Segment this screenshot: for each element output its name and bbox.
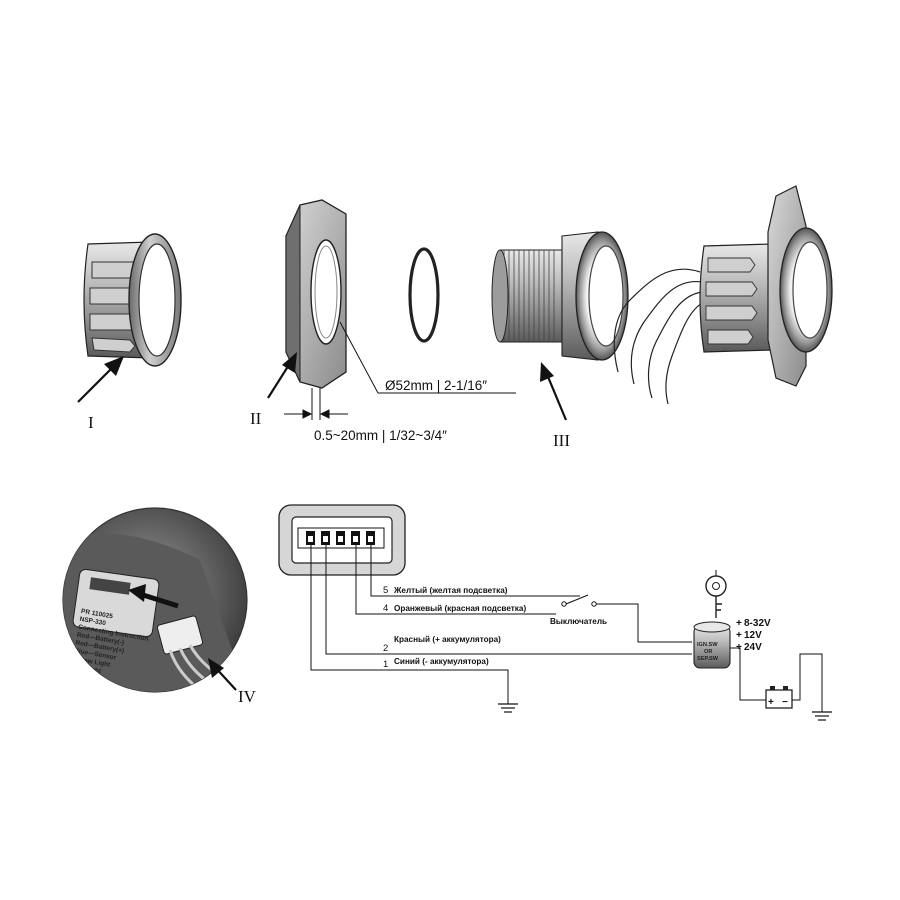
battery-minus: −: [782, 697, 788, 708]
wire-5-label: Желтый (желтая подсветка): [393, 586, 508, 595]
panel-thickness-text: 0.5~20mm | 1/32~3/4″: [314, 428, 447, 443]
svg-text:SUP: SUP: [69, 671, 84, 680]
label-part-4: IV: [238, 687, 257, 706]
wire-2-number: 2: [383, 643, 388, 654]
battery-icon: + −: [765, 686, 793, 709]
o-ring: [408, 247, 440, 343]
switch-label: Выключатель: [550, 617, 607, 626]
voltage-1: 8-32V: [744, 618, 771, 629]
assembled-gauge: [613, 185, 833, 405]
ignition-line-1: IGN.SW: [697, 642, 718, 648]
voltage-2: 12V: [744, 630, 762, 641]
label-part-1: I: [88, 413, 94, 432]
arrow-part-4: [208, 658, 237, 691]
connector-photo-inset: PR 110025 NSP-330 Connecting Instruction…: [62, 507, 248, 693]
label-part-3: III: [553, 431, 570, 450]
ignition-switch: IGN.SW OR SEP.SW: [693, 621, 731, 669]
wire-5-number: 5: [383, 585, 388, 596]
wiring-lines: [310, 545, 823, 712]
voltage-sign-3: +: [736, 642, 742, 653]
key-icon: [705, 575, 727, 618]
wire-4-number: 4: [383, 603, 388, 614]
voltage-sign-1: +: [736, 618, 742, 629]
dimension-thickness: [284, 388, 348, 420]
gauge-body: [491, 231, 629, 361]
svg-text:NSP-330: NSP-330: [79, 616, 107, 628]
label-part-2: II: [250, 409, 262, 428]
arrow-part-1: [77, 356, 124, 403]
battery-plus: +: [768, 697, 774, 708]
voltage-sign-2: +: [736, 630, 742, 641]
hole-diameter-text: Ø52mm | 2-1/16″: [385, 378, 487, 393]
arrow-part-3: [540, 362, 568, 421]
ignition-line-2: OR: [704, 649, 712, 655]
voltage-list: + 8-32V + 12V + 24V: [736, 618, 771, 653]
gauge-connector: [278, 504, 406, 576]
wire-4-label: Оранжевый (красная подсветка): [394, 604, 526, 613]
voltage-3: 24V: [744, 642, 762, 653]
mounting-panel: [285, 199, 347, 389]
ground-icon-2: [812, 711, 832, 721]
wire-1-number: 1: [383, 659, 388, 670]
wire-2-label: Красный (+ аккумулятора): [394, 635, 501, 644]
switch-contacts: [561, 601, 597, 607]
ground-icon: [498, 703, 518, 713]
arrow-part-2: [267, 352, 297, 399]
ignition-line-3: SEP.SW: [697, 656, 719, 662]
dimension-hole: [339, 321, 516, 394]
mounting-nut: [83, 233, 182, 367]
wire-1-label: Синий (- аккумулятора): [394, 657, 489, 666]
